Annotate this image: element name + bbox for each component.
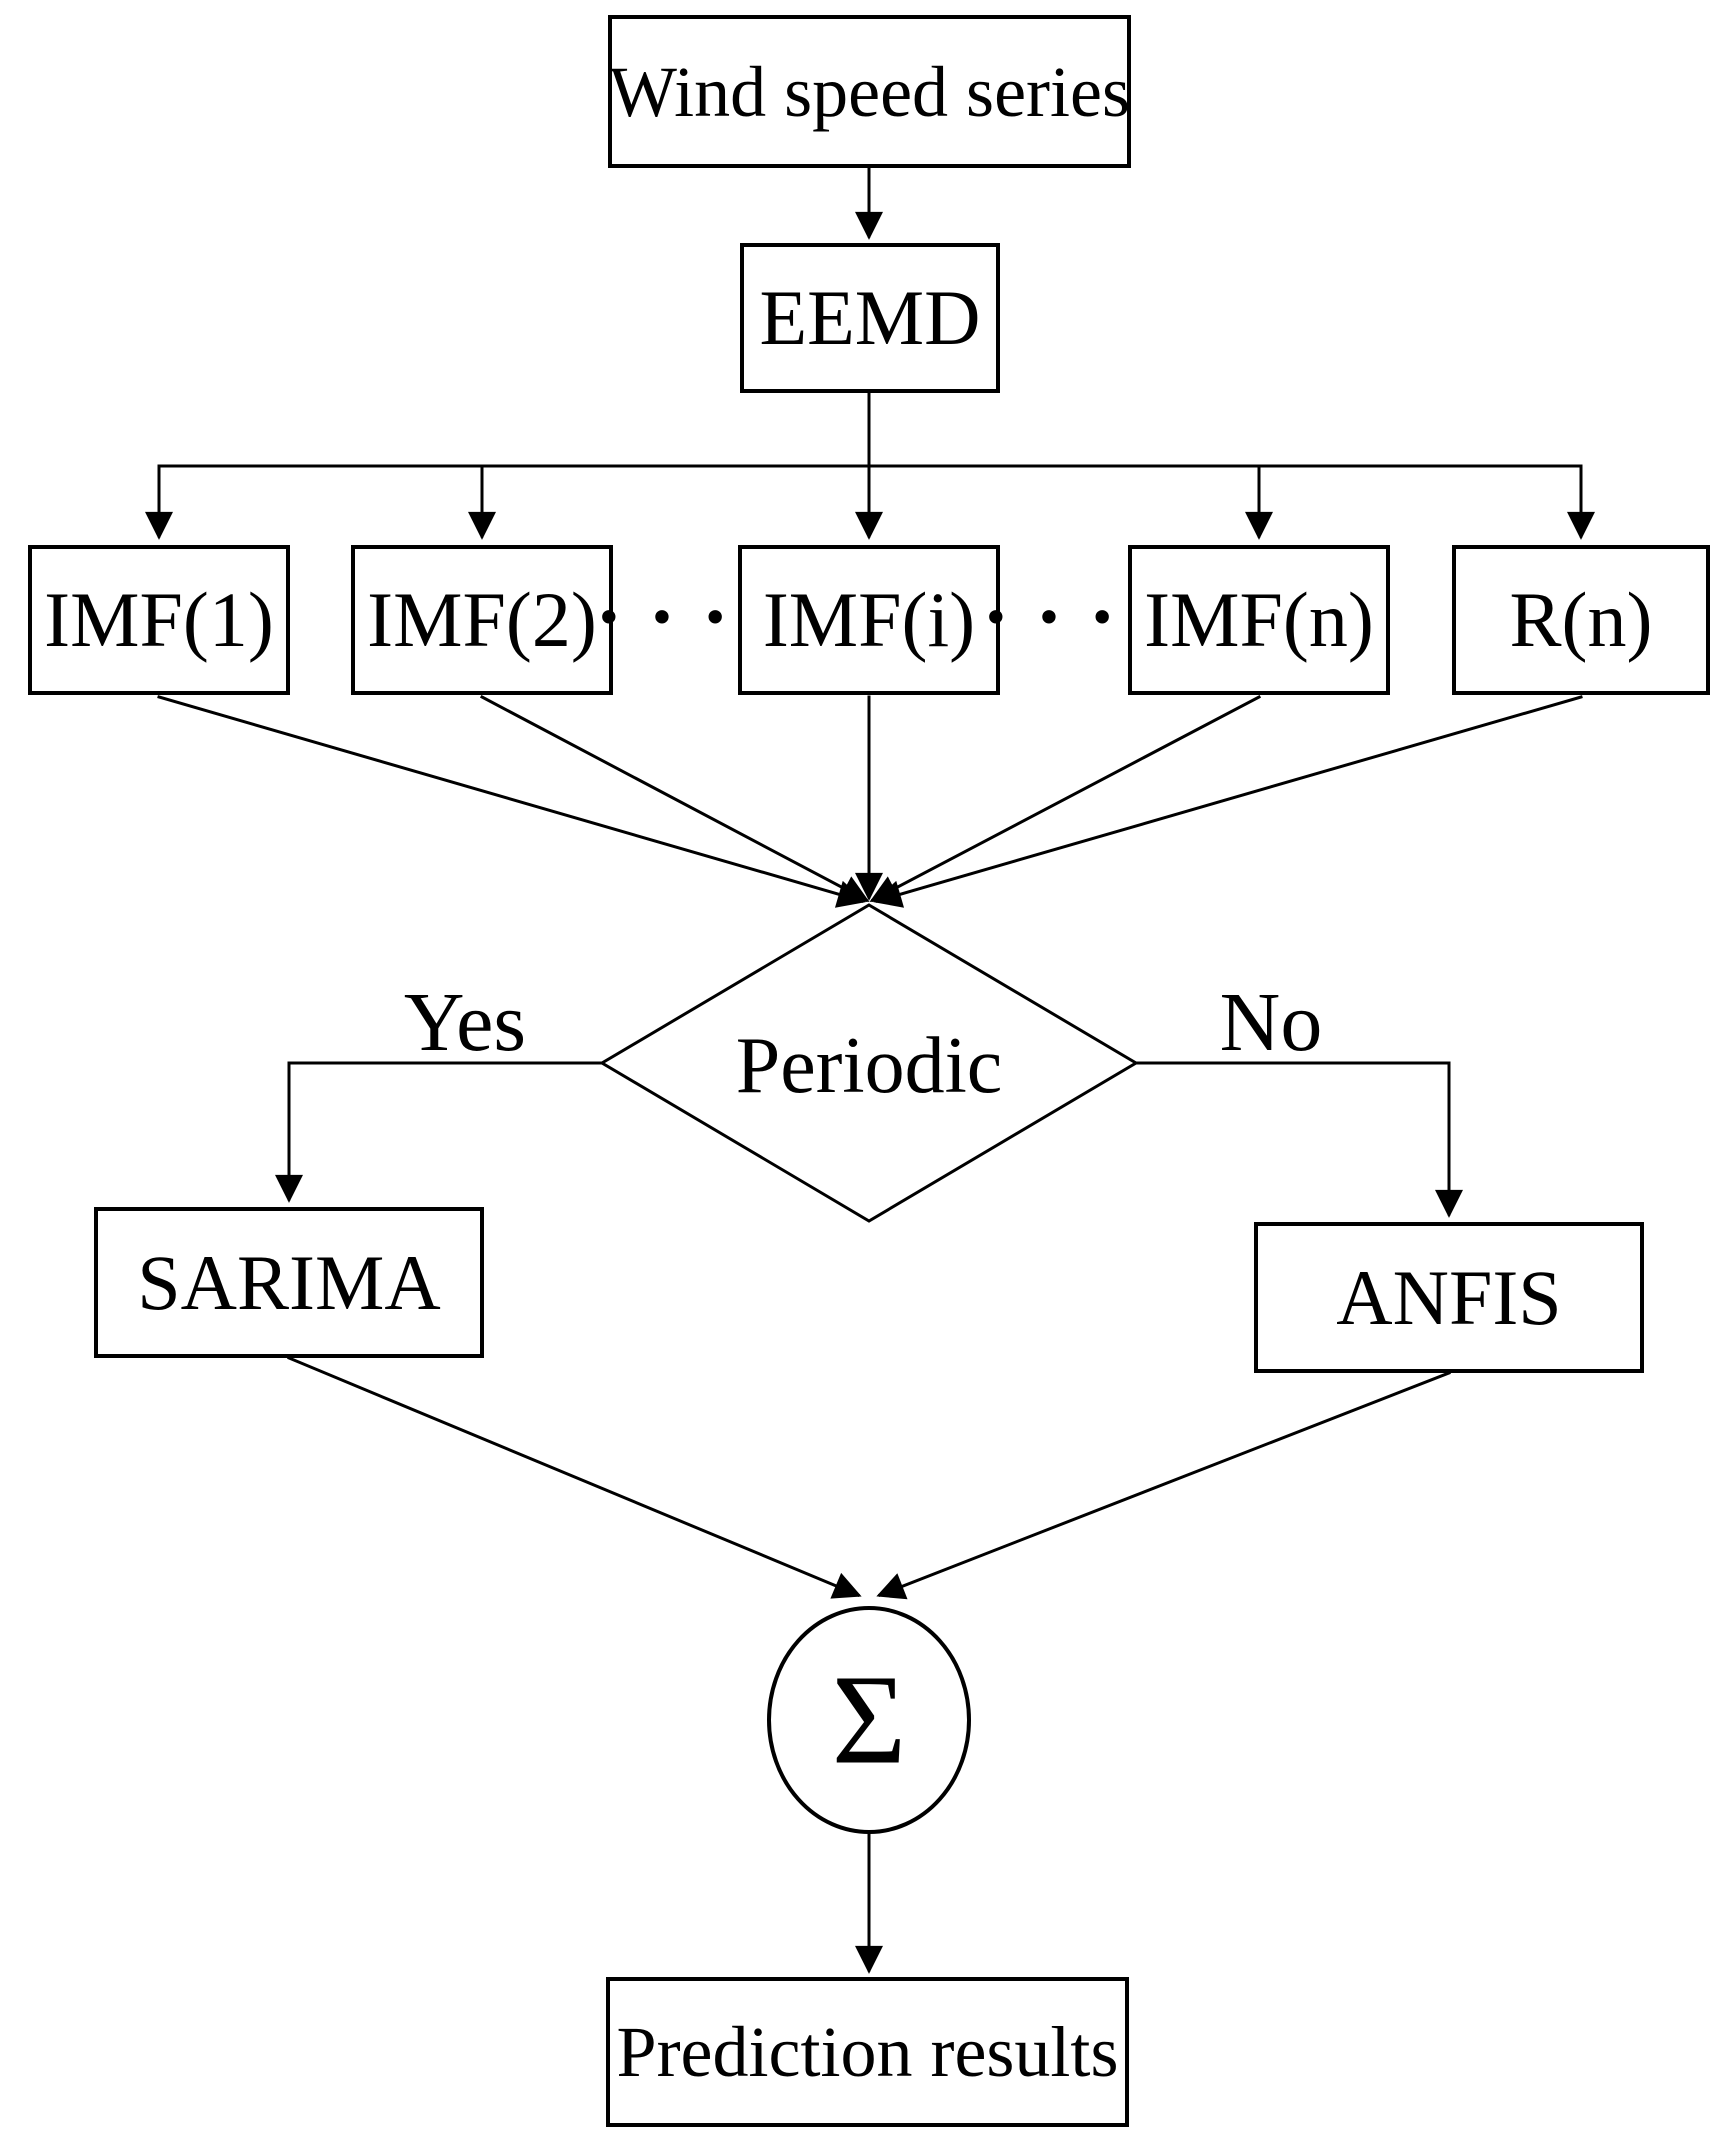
node-anfis: ANFIS (1254, 1222, 1644, 1373)
periodic-label: Periodic (735, 1022, 1003, 1110)
edge-imf2-periodic (479, 694, 870, 903)
ellipsis-dots-right: ••• (982, 591, 1142, 645)
node-wind-speed-series: Wind speed series (608, 15, 1131, 168)
node-imf1: IMF(1) (28, 545, 290, 695)
edge-sarima-sum (287, 1356, 862, 1599)
edge-periodic-anfis (1134, 1061, 1463, 1218)
node-imf2: IMF(2) (351, 545, 613, 695)
node-rn: R(n) (1452, 545, 1710, 695)
edge-rn-periodic (873, 695, 1583, 908)
edge-imfn-periodic (869, 694, 1262, 903)
node-imfi: IMF(i) (738, 545, 1000, 695)
ellipsis-dots-left: ••• (595, 591, 755, 645)
sigma-label: Σ (831, 1648, 907, 1791)
edge-periodic-sarima (275, 1061, 604, 1203)
periodic-diamond (599, 903, 1139, 1223)
node-prediction-results: Prediction results (606, 1977, 1129, 2127)
node-imfn: IMF(n) (1128, 545, 1390, 695)
edge-anfis-sum (876, 1371, 1451, 1600)
edge-imf1-periodic (157, 695, 866, 908)
yes-branch-label: Yes (403, 976, 527, 1069)
no-branch-label: No (1219, 976, 1323, 1069)
node-sarima: SARIMA (94, 1207, 484, 1358)
node-eemd: EEMD (740, 243, 1000, 393)
